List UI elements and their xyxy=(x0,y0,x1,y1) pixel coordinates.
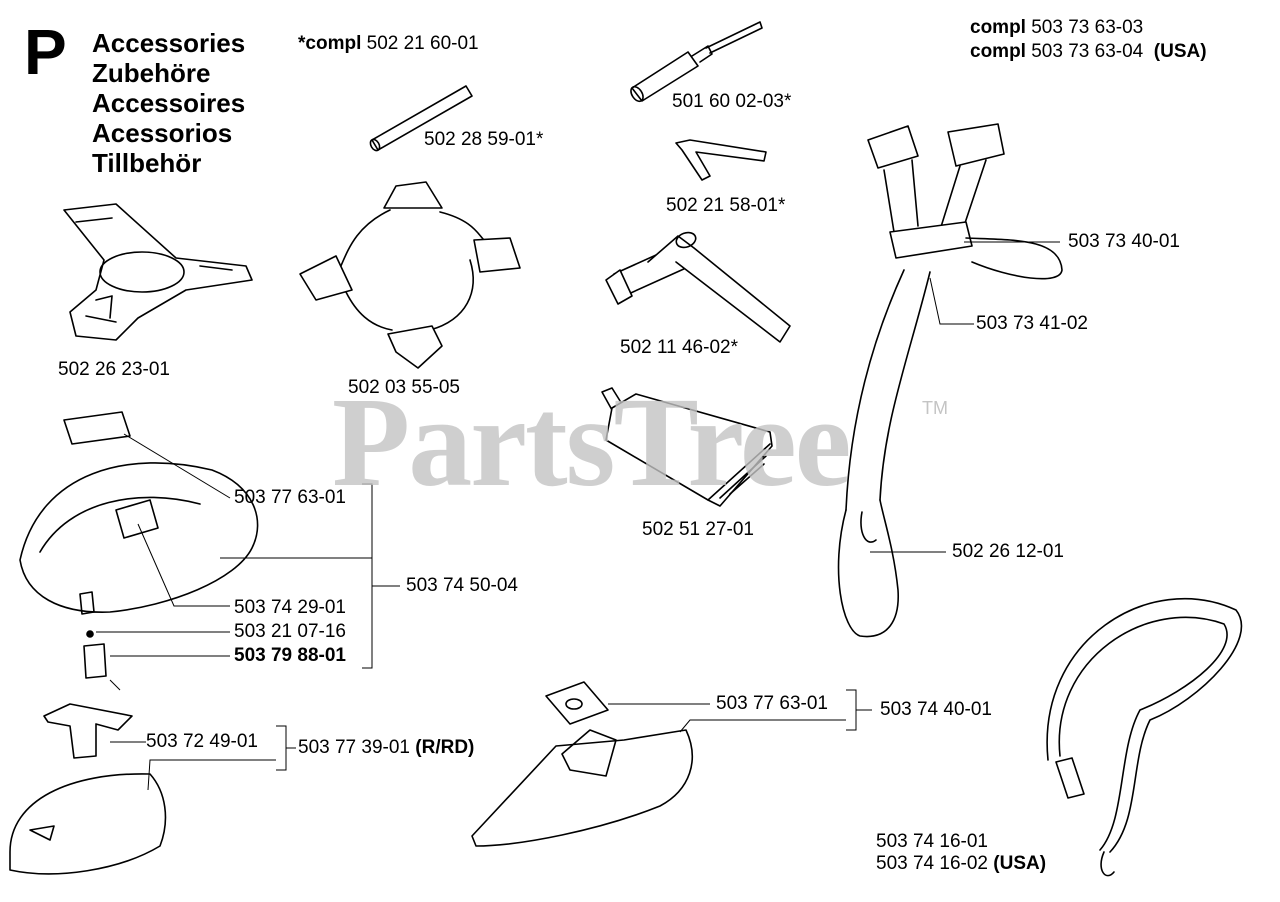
hex-key-drawing xyxy=(675,139,767,181)
title-english: Accessories xyxy=(92,28,246,58)
grease-tube-drawing xyxy=(601,387,773,507)
part-number-clip-frame: 502 03 55-05 xyxy=(348,377,460,398)
shoulder-strap-drawing xyxy=(1046,598,1243,877)
part-number-small-guard-kit: 503 77 39-01 (R/RD) xyxy=(298,737,475,758)
support-plate-drawing xyxy=(63,203,253,341)
title-french: Accessoires xyxy=(92,88,246,118)
part-number-hex-key: 502 21 58-01* xyxy=(666,195,786,216)
rod-drawing xyxy=(369,85,473,152)
title-swedish: Tillbehör xyxy=(92,148,202,178)
leader-lines xyxy=(96,241,1060,791)
part-number-guard-decal: 503 74 29-01 xyxy=(234,597,346,618)
part-number-long-guard-plate: 503 77 63-01 xyxy=(716,693,828,714)
long-guard-drawing xyxy=(471,681,694,847)
screwdriver-drawing xyxy=(630,21,763,103)
socket-wrench-drawing xyxy=(605,231,791,343)
part-number-socket-wrench: 502 11 46-02* xyxy=(620,337,738,358)
part-number-grease-tube: 502 51 27-01 xyxy=(642,519,754,540)
part-number-small-guard-bracket: 503 72 49-01 xyxy=(146,731,258,752)
title-german: Zubehöre xyxy=(92,58,211,88)
part-number-rod: 502 28 59-01* xyxy=(424,129,544,150)
part-number-strap-usa: 503 74 16-02 (USA) xyxy=(876,853,1047,874)
title-portuguese: Acessorios xyxy=(92,118,233,148)
harness-drawing xyxy=(837,123,1063,638)
small-guard-drawing xyxy=(9,703,167,875)
clip-frame-drawing xyxy=(299,181,521,369)
part-number-support-plate: 502 26 23-01 xyxy=(58,359,170,380)
complete-kit-label: *compl 502 21 60-01 xyxy=(298,33,479,54)
section-letter: P xyxy=(24,16,67,88)
part-number-guard-screw: 503 21 07-16 xyxy=(234,621,346,642)
part-number-long-guard-kit: 503 74 40-01 xyxy=(880,699,992,720)
part-number-guard-plate: 503 77 63-01 xyxy=(234,487,346,508)
watermark-trademark: TM xyxy=(922,398,948,418)
part-number-harness-buckle: 503 73 40-01 xyxy=(1068,231,1180,252)
part-number-screwdriver: 501 60 02-03* xyxy=(672,91,792,112)
part-number-strap: 503 74 16-01 xyxy=(876,831,988,852)
part-number-harness-hook: 502 26 12-01 xyxy=(952,541,1064,562)
harness-kit-label-1: compl 503 73 63-03 xyxy=(970,17,1144,38)
part-number-guard-kit: 503 74 50-04 xyxy=(406,575,518,596)
part-number-guard-knife: 503 79 88-01 xyxy=(234,645,346,666)
watermark: PartsTree xyxy=(332,371,851,513)
harness-kit-label-2: compl 503 73 63-04 (USA) xyxy=(970,41,1207,62)
trimmer-guard-drawing xyxy=(19,411,259,679)
part-number-harness-strap: 503 73 41-02 xyxy=(976,313,1088,334)
